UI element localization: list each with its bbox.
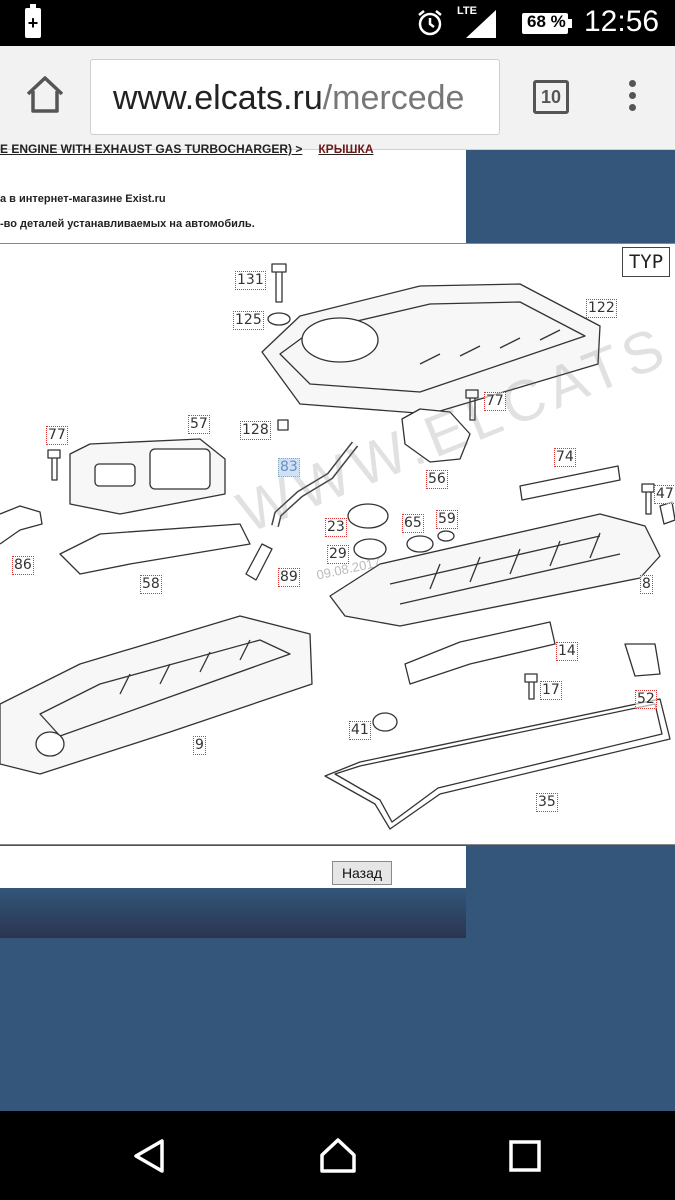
- battery-icon: [522, 13, 572, 34]
- url-text: www.elcats.ru/mercede: [113, 79, 464, 118]
- callout-17[interactable]: 17: [540, 681, 562, 700]
- part-58-gasket: [59, 523, 251, 575]
- home-nav-icon[interactable]: [318, 1135, 358, 1175]
- page-footer-band: [0, 888, 466, 938]
- signal-icon: [466, 10, 496, 38]
- callout-14[interactable]: 14: [556, 642, 578, 661]
- network-type: LTE: [457, 5, 477, 17]
- callout-83[interactable]: 83: [278, 458, 300, 477]
- callout-59[interactable]: 59: [436, 510, 458, 529]
- part-65-ring: [406, 535, 434, 553]
- part-128-plug: [277, 419, 289, 431]
- callout-23[interactable]: 23: [325, 518, 347, 537]
- tab-switcher-button[interactable]: 10: [533, 80, 569, 114]
- callout-65[interactable]: 65: [402, 514, 424, 533]
- part-17-bolt: [524, 673, 538, 700]
- callout-86[interactable]: 86: [12, 556, 34, 575]
- part-23-cap: [347, 503, 389, 529]
- callout-8[interactable]: 8: [640, 575, 653, 594]
- part-29-ring: [353, 538, 387, 560]
- breadcrumb[interactable]: E ENGINE WITH EXHAUST GAS TURBOCHARGER) …: [0, 142, 373, 156]
- callout-9[interactable]: 9: [193, 736, 206, 755]
- callout-57[interactable]: 57: [188, 415, 210, 434]
- clock: 12:56: [584, 5, 660, 38]
- callout-52[interactable]: 52: [635, 690, 657, 709]
- battery-percent: 68 %: [527, 12, 566, 31]
- part-125-grommet: [267, 312, 291, 326]
- info-line-1: а в интернет-магазине Exist.ru: [0, 193, 166, 205]
- part-52-clip: [624, 643, 661, 677]
- callout-29[interactable]: 29: [327, 545, 349, 564]
- callout-128[interactable]: 128: [240, 421, 271, 440]
- callout-77-right[interactable]: 77: [484, 392, 506, 411]
- status-bar: + LTE 68 % 12:56: [0, 0, 675, 46]
- part-86-hose: [0, 505, 43, 545]
- url-host: www.elcats.ru: [113, 79, 323, 117]
- part-56-valve: [401, 408, 471, 463]
- page-footer-panel: [0, 846, 466, 888]
- back-button[interactable]: Назад: [332, 861, 392, 885]
- part-122-cover: [261, 283, 601, 415]
- overflow-menu-icon[interactable]: [624, 80, 640, 116]
- part-77-bolt-left: [47, 449, 61, 481]
- part-59-ring: [437, 530, 455, 542]
- typ-label: TYP: [622, 247, 670, 277]
- info-line-2: -во деталей устанавливаемых на автомобил…: [0, 218, 255, 230]
- part-131-bolt: [271, 263, 287, 303]
- battery-charging-icon: +: [25, 4, 41, 38]
- part-47-bolt: [641, 483, 655, 515]
- callout-125[interactable]: 125: [233, 311, 264, 330]
- navigation-bar: [0, 1111, 675, 1200]
- part-9-cover: [0, 615, 313, 775]
- part-89-valve: [245, 543, 273, 581]
- callout-89[interactable]: 89: [278, 568, 300, 587]
- url-bar[interactable]: www.elcats.ru/mercede: [90, 59, 500, 135]
- callout-47[interactable]: 47: [654, 485, 675, 504]
- part-41-seal: [372, 712, 398, 732]
- callout-122[interactable]: 122: [586, 299, 617, 318]
- callout-58[interactable]: 58: [140, 575, 162, 594]
- parts-diagram: WWW.ELCATS.RU 09.08.2017 TYP 131 125 122…: [0, 243, 675, 845]
- page-header-panel: [0, 150, 466, 244]
- callout-56[interactable]: 56: [426, 470, 448, 489]
- part-77-bolt-right: [465, 389, 479, 421]
- browser-toolbar: www.elcats.ru/mercede 10: [0, 46, 675, 150]
- part-35-gasket: [324, 698, 671, 830]
- callout-74[interactable]: 74: [554, 448, 576, 467]
- part-14-bracket: [404, 621, 556, 685]
- callout-41[interactable]: 41: [349, 721, 371, 740]
- callout-35[interactable]: 35: [536, 793, 558, 812]
- breadcrumb-current[interactable]: КРЫШКА: [318, 142, 374, 156]
- breadcrumb-path[interactable]: E ENGINE WITH EXHAUST GAS TURBOCHARGER) …: [0, 142, 303, 156]
- alarm-icon: [418, 10, 442, 36]
- recents-nav-icon[interactable]: [508, 1139, 542, 1173]
- part-74-seal: [519, 465, 621, 501]
- url-path: /mercede: [322, 79, 465, 117]
- callout-77-left[interactable]: 77: [46, 426, 68, 445]
- back-nav-icon[interactable]: [130, 1137, 168, 1175]
- callout-131[interactable]: 131: [235, 271, 266, 290]
- parts-diagram-drawing: [0, 263, 675, 830]
- home-icon[interactable]: [24, 74, 66, 116]
- part-8-cover: [329, 513, 661, 627]
